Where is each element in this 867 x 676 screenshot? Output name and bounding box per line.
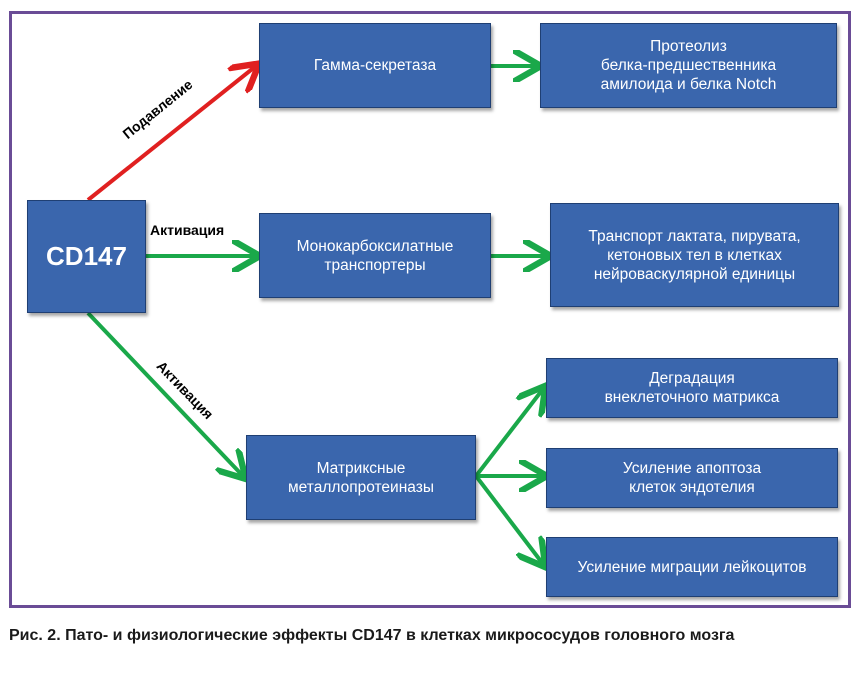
gamma-secretase-box: Гамма-секретаза: [259, 23, 491, 108]
migration-box: Усиление миграции лейкоцитов: [546, 537, 838, 597]
arrow-mmp-to-migration: [474, 474, 543, 564]
degradation-box: Деградация внеклеточного матрикса: [546, 358, 838, 418]
transport-box: Транспорт лактата, пирувата, кетоновых т…: [550, 203, 839, 307]
arrow-mmp-to-degradation: [474, 389, 543, 478]
proteolysis-box: Протеолиз белка-предшественника амилоида…: [540, 23, 837, 108]
arrow-activation-mmp: [86, 311, 243, 476]
arrow-suppression: [86, 66, 256, 202]
mmp-box: Матриксные металлопротеиназы: [246, 435, 476, 520]
mct-box: Монокарбоксилатные транспортеры: [259, 213, 491, 298]
figure-caption: Рис. 2. Пато- и физиологические эффекты …: [9, 627, 735, 644]
activation-mct-label: Активация: [150, 222, 225, 238]
cd147-box: CD147: [27, 200, 146, 313]
apoptosis-box: Усиление апоптоза клеток эндотелия: [546, 448, 838, 508]
